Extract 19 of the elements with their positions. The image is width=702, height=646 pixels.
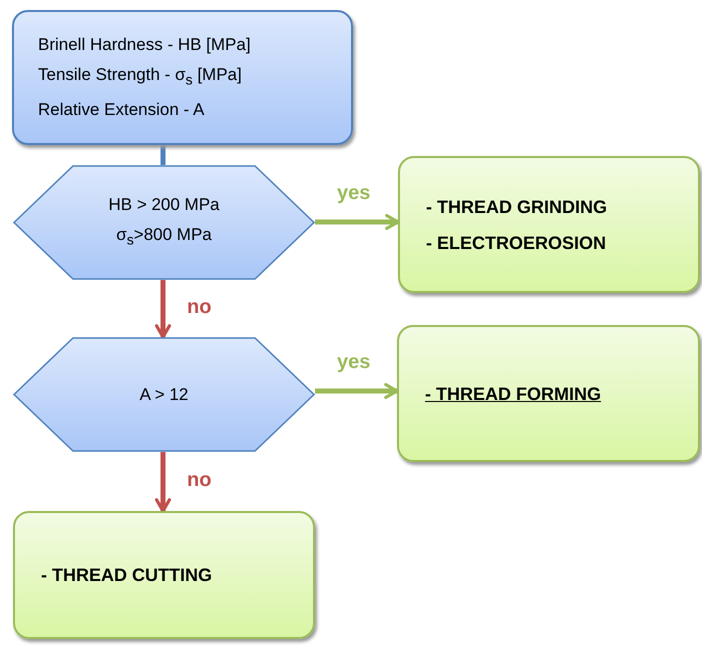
- node-text: A > 12: [140, 384, 188, 404]
- process-box: [12, 10, 353, 145]
- node-text: Relative Extension - A: [38, 100, 204, 120]
- node-text: Tensile Strength - σ$_{s}$ [MPa]: [38, 64, 242, 84]
- node-text: - THREAD GRINDING: [426, 196, 607, 216]
- node-text: σ$_{s}$>800 MPa: [116, 224, 212, 244]
- result-box: [13, 511, 315, 639]
- node-text: HB > 200 MPa: [108, 194, 220, 214]
- connector-line: [160, 145, 166, 165]
- arrow: [155, 280, 171, 339]
- node-text: Brinell Hardness - HB [MPa]: [38, 34, 251, 54]
- arrow: [315, 383, 399, 399]
- result-box: [398, 156, 700, 293]
- node-text: - ELECTROEROSION: [426, 232, 606, 252]
- node-text: - THREAD CUTTING: [41, 565, 212, 585]
- node-text: - THREAD FORMING: [425, 384, 601, 404]
- arrow: [155, 452, 171, 513]
- result-box: [397, 325, 700, 462]
- arrow: [315, 214, 400, 230]
